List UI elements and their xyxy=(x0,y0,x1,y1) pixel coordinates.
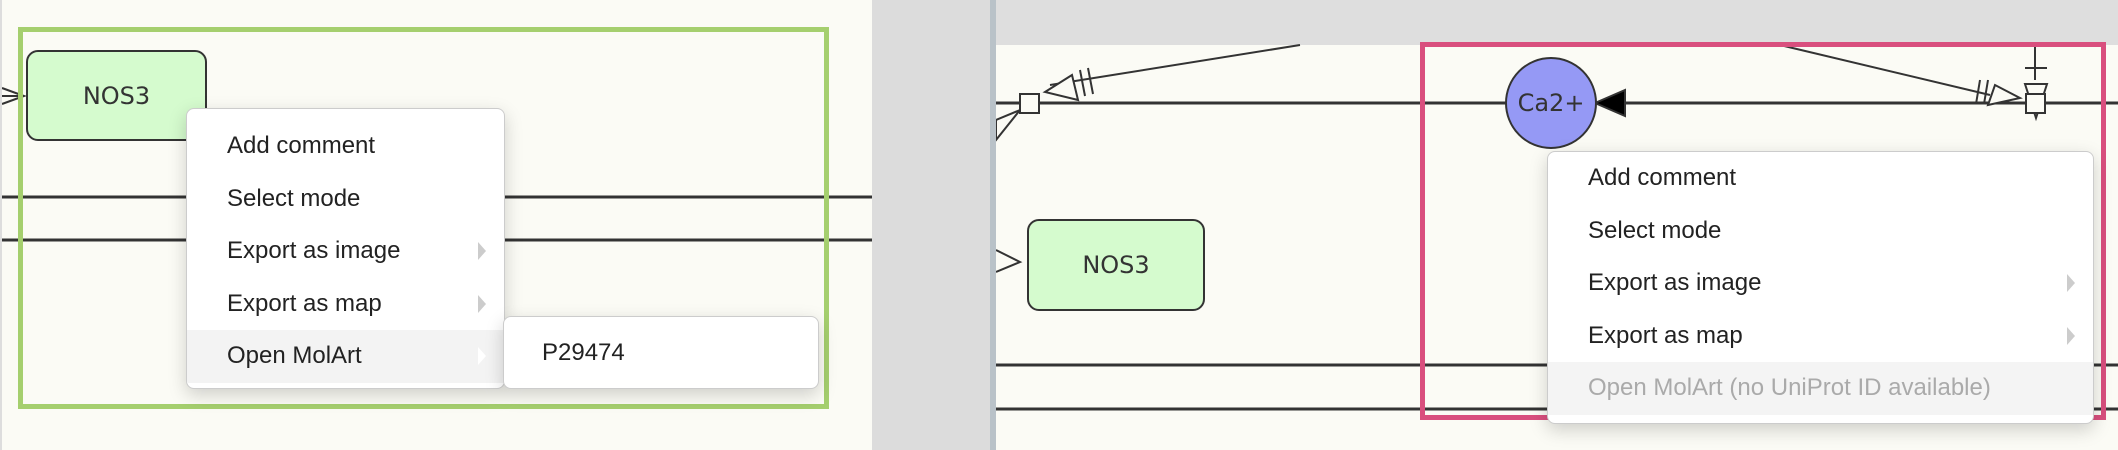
ca2-node[interactable]: Ca2+ xyxy=(1505,57,1597,149)
chevron-right-icon xyxy=(2067,326,2075,345)
right-map-canvas[interactable]: Ca2+ NOS3 Add comment Select mode Export… xyxy=(990,0,2118,450)
menu-label: Add comment xyxy=(1588,164,1737,192)
context-menu: Add comment Select mode Export as image … xyxy=(1547,151,2094,424)
menu-label: Open MolArt xyxy=(227,342,362,370)
nos3-label: NOS3 xyxy=(82,81,151,110)
top-bar xyxy=(996,0,2118,45)
menu-label: P29474 xyxy=(542,338,625,366)
menu-label: Add comment xyxy=(227,132,376,160)
menu-label: Export as image xyxy=(1588,269,1762,297)
menu-item-add-comment[interactable]: Add comment xyxy=(1548,152,2093,205)
chevron-right-icon xyxy=(2067,274,2075,293)
context-menu: Add comment Select mode Export as image … xyxy=(186,108,505,389)
menu-item-select-mode[interactable]: Select mode xyxy=(187,173,504,226)
menu-label: Export as image xyxy=(227,237,401,265)
menu-label: Open MolArt (no UniProt ID available) xyxy=(1588,374,1991,402)
chevron-right-icon xyxy=(478,294,486,313)
menu-item-export-image[interactable]: Export as image xyxy=(1548,257,2093,310)
menu-label: Export as map xyxy=(227,289,382,317)
menu-item-export-image[interactable]: Export as image xyxy=(187,225,504,278)
chevron-right-icon xyxy=(478,347,486,366)
left-map-canvas[interactable]: NOS3 Add comment Select mode Export as i… xyxy=(0,0,872,450)
nos3-node[interactable]: NOS3 xyxy=(1027,219,1205,311)
menu-label: Select mode xyxy=(1588,216,1722,244)
menu-item-export-map[interactable]: Export as map xyxy=(187,278,504,331)
molart-submenu: P29474 xyxy=(503,316,819,389)
submenu-item-uniprot-id[interactable]: P29474 xyxy=(504,326,818,379)
menu-label: Select mode xyxy=(227,184,361,212)
menu-item-open-molart-disabled: Open MolArt (no UniProt ID available) xyxy=(1548,362,2093,415)
nos3-label: NOS3 xyxy=(1082,251,1150,279)
menu-item-add-comment[interactable]: Add comment xyxy=(187,120,504,173)
menu-item-select-mode[interactable]: Select mode xyxy=(1548,205,2093,258)
menu-label: Export as map xyxy=(1588,321,1743,349)
ca2-label: Ca2+ xyxy=(1517,89,1585,117)
chevron-right-icon xyxy=(478,242,486,261)
nos3-node[interactable]: NOS3 xyxy=(26,50,207,141)
menu-item-open-molart[interactable]: Open MolArt xyxy=(187,330,504,383)
menu-item-export-map[interactable]: Export as map xyxy=(1548,310,2093,363)
